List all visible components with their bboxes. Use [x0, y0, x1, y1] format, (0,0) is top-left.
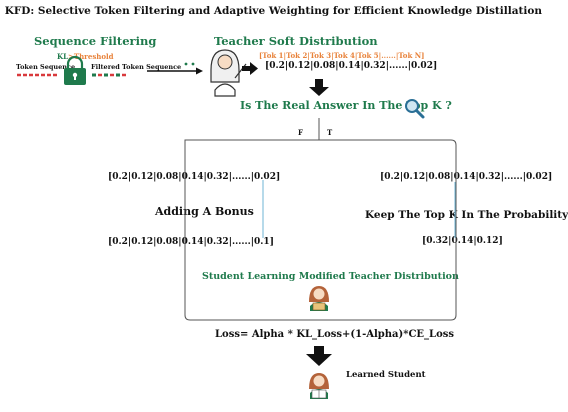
arrow-to-teacher — [147, 62, 203, 75]
learned-student-label: Learned Student — [346, 370, 426, 380]
teacher-heading: Teacher Soft Distribution — [214, 34, 378, 48]
learned-student-icon — [309, 373, 329, 399]
topk-question: Is The Real Answer In The Top K ? — [240, 99, 452, 112]
token-sequence-label: Token Sequence — [16, 63, 76, 71]
arrow-to-learned-student — [306, 346, 332, 366]
loss-formula: Loss= Alpha * KL_Loss+(1-Alpha)*CE_Loss — [215, 329, 455, 340]
diagram-title: KFD: Selective Token Filtering and Adapt… — [4, 5, 542, 17]
student-learning-label: Student Learning Modified Teacher Distri… — [202, 271, 459, 282]
left-probs-after: [0.2|0.12|0.08|0.14|0.32|......|0.1] — [108, 237, 274, 247]
threshold-label-kl: KL — [57, 52, 69, 61]
arrow-to-probabilities — [242, 62, 258, 75]
token-sequence-bars — [17, 73, 128, 77]
branch-false-label: F — [298, 128, 303, 137]
diagram-canvas: KFD: Selective Token Filtering and Adapt… — [4, 5, 568, 399]
right-probs-before: [0.2|0.12|0.08|0.14|0.32|......|0.02] — [380, 172, 553, 182]
teacher-icon — [210, 49, 247, 97]
left-action-label: Adding A Bonus — [155, 205, 254, 218]
left-probs-before: [0.2|0.12|0.08|0.14|0.32|......|0.02] — [108, 172, 281, 182]
sequence-filtering-heading: Sequence Filtering — [34, 34, 157, 48]
right-action-label: Keep The Top K In The Probability — [365, 209, 568, 221]
teacher-probabilities: [0.2|0.12|0.08|0.14|0.32|......|0.02] — [265, 61, 438, 71]
magnifier-icon — [405, 99, 425, 119]
threshold-label: KL>Threshold — [57, 52, 114, 61]
filtered-sequence-label: Filtered Token Sequence — [91, 63, 182, 71]
lock-icon — [64, 55, 86, 85]
flow-frame — [184, 118, 457, 321]
student-icon — [309, 286, 329, 311]
arrow-to-question — [309, 79, 329, 96]
right-probs-after: [0.32|0.14|0.12] — [422, 236, 503, 246]
branch-true-label: T — [327, 128, 333, 137]
teacher-token-list: [Tok 1|Tok 2|Tok 3|Tok 4|Tok 5|......|To… — [259, 51, 425, 60]
threshold-label-threshold: >Threshold — [68, 52, 114, 61]
diagram-graphics — [17, 49, 457, 399]
